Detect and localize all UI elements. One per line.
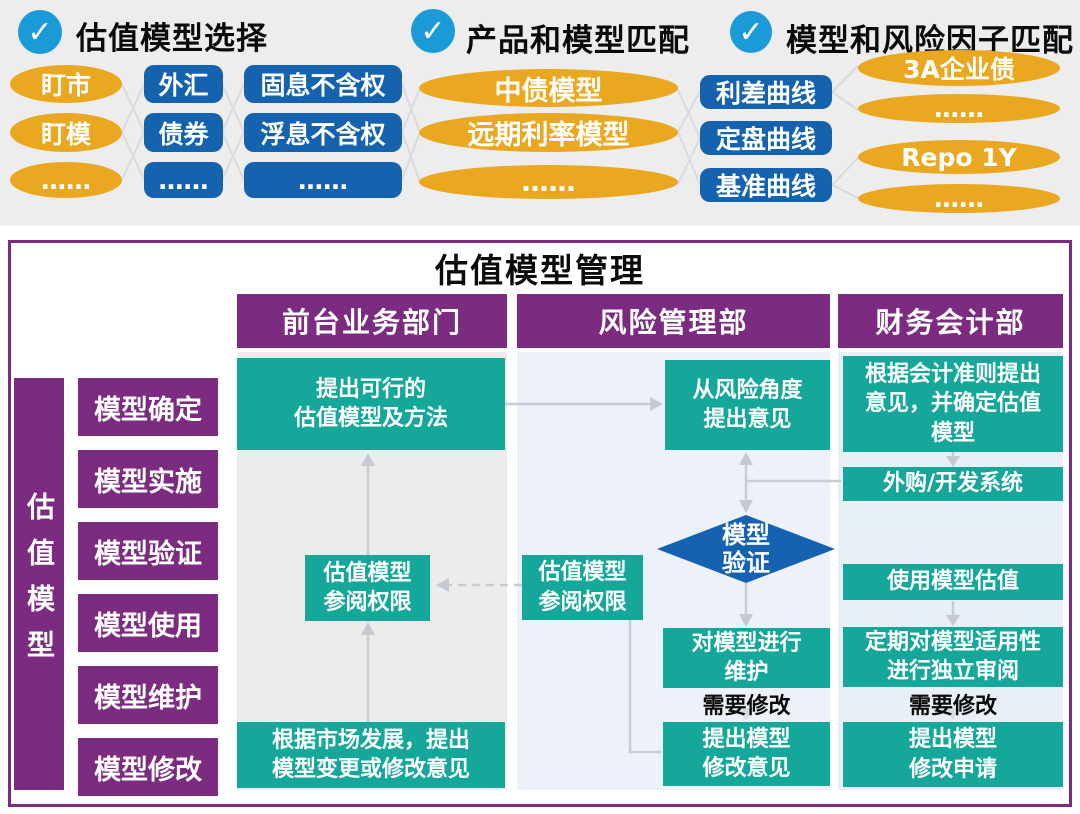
node-fixing-curve: 定盘曲线 (700, 121, 832, 155)
sidebar-item-model-determination: 模型确定 (78, 378, 218, 436)
node-mark-to-model: 盯模 (10, 113, 122, 152)
node-3a-corporate-bond: 3A企业债 (858, 50, 1060, 86)
node-benchmark-curve: 基准曲线 (700, 168, 832, 202)
sidebar-item-model-modification: 模型修改 (78, 738, 218, 796)
sidebar-vertical-label: 估值模型 (23, 492, 56, 676)
node-spread-curve: 利差曲线 (700, 75, 832, 109)
node-fixed-rate-no-option: 固息不含权 (244, 65, 402, 103)
sidebar-item-model-validation: 模型验证 (78, 522, 218, 580)
flow-box-apply-modification: 提出模型 修改申请 (843, 722, 1063, 787)
sidebar-item-model-maintenance: 模型维护 (78, 666, 218, 724)
node-repo-1y: Repo 1Y (858, 140, 1060, 174)
node-mark-to-market: 盯市 (10, 65, 122, 103)
panel-title: 估值模型管理 (435, 251, 645, 290)
node-chinabond-model: 中债模型 (419, 69, 678, 107)
column-header-finance-accounting: 财务会计部 (838, 294, 1063, 348)
node-ellipsis: …… (10, 162, 122, 198)
node-fx: 外汇 (144, 65, 223, 103)
flow-box-suggest-modification: 提出模型 修改意见 (663, 722, 830, 786)
section-title-product-model-match: 产品和模型匹配 (466, 23, 690, 59)
node-bond: 债券 (144, 113, 223, 152)
flow-box-independent-review: 定期对模型适用性 进行独立审阅 (843, 627, 1063, 687)
flow-box-accounting-opinion: 根据会计准则提出 意见，并确定估值 模型 (843, 356, 1063, 452)
flow-box-access-rights-front: 估值模型 参阅权限 (305, 555, 430, 621)
node-ellipsis: …… (144, 162, 223, 198)
sidebar-item-model-use: 模型使用 (78, 594, 218, 652)
flow-box-propose-model: 提出可行的 估值模型及方法 (237, 358, 505, 450)
flow-box-purchase-develop-system: 外购/开发系统 (843, 467, 1063, 501)
check-icon: ✓ (411, 9, 455, 53)
flow-box-use-model-valuation: 使用模型估值 (843, 564, 1063, 600)
label-need-change-risk: 需要修改 (702, 694, 791, 719)
node-ellipsis: …… (244, 162, 402, 198)
flow-box-market-change-suggestion: 根据市场发展，提出 模型变更或修改意见 (237, 722, 505, 788)
label-need-change-finance: 需要修改 (908, 694, 997, 719)
node-ellipsis: …… (419, 165, 678, 199)
flow-box-access-rights-risk: 估值模型 参阅权限 (522, 555, 643, 620)
node-floating-rate-no-option: 浮息不含权 (244, 113, 402, 152)
node-ellipsis: …… (858, 184, 1060, 213)
column-header-front-office: 前台业务部门 (237, 294, 507, 348)
check-icon: ✓ (730, 11, 772, 53)
flow-box-maintain-model: 对模型进行 维护 (663, 628, 830, 688)
column-header-risk-management: 风险管理部 (517, 294, 830, 348)
flow-box-risk-opinion: 从风险角度 提出意见 (665, 360, 830, 450)
node-forward-rate-model: 远期利率模型 (419, 113, 678, 152)
sidebar-valuation-model-bar: 估值模型 (14, 378, 64, 790)
node-ellipsis: …… (858, 94, 1060, 123)
check-icon: ✓ (18, 10, 62, 54)
sidebar-item-model-implementation: 模型实施 (78, 450, 218, 508)
section-title-model-selection: 估值模型选择 (76, 21, 268, 57)
